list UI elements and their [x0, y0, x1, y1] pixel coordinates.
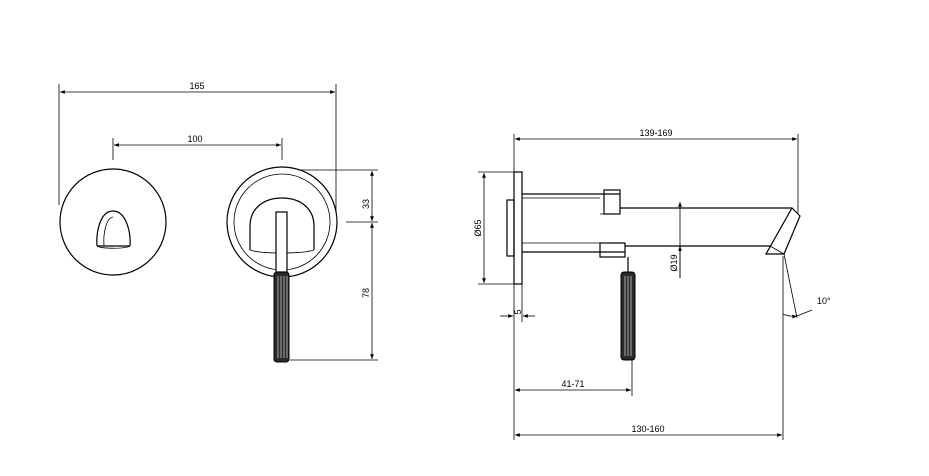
- dim-label-total-length: 139-169: [639, 128, 672, 138]
- wall-plate: [506, 171, 523, 285]
- dim-label-spout-diameter: Ø19: [669, 254, 679, 271]
- dimension-centers: 100: [112, 134, 283, 160]
- dim-label-handle-drop: 78: [361, 288, 371, 298]
- dimension-spout-reach: 130-160: [515, 256, 784, 440]
- dimension-plate-thickness: 5: [500, 284, 535, 322]
- dim-label-plate-top: 33: [361, 199, 371, 209]
- dimension-angle: 10°: [782, 253, 831, 319]
- side-view: 139-169: [473, 128, 831, 440]
- dimension-plate-diameter: Ø65: [473, 171, 514, 285]
- dim-label-overall-width: 165: [189, 81, 204, 91]
- mixer-body: [522, 189, 626, 258]
- dimension-spout-diameter: Ø19: [669, 202, 682, 278]
- dim-label-plate-diameter: Ø65: [473, 219, 483, 236]
- spout: [600, 207, 801, 255]
- dimension-total-length: 139-169: [513, 128, 799, 213]
- dim-label-spout-reach: 130-160: [631, 424, 664, 434]
- spout-plate: [59, 168, 167, 276]
- lever-handle: [273, 211, 290, 363]
- dim-label-angle: 10°: [817, 296, 831, 306]
- dimension-handle-offset: 41-71: [513, 322, 633, 440]
- front-view: 165 100: [58, 81, 378, 363]
- side-lever-handle: [620, 257, 636, 361]
- dimension-overall-width: 165: [58, 81, 337, 210]
- dim-label-centers: 100: [187, 134, 202, 144]
- dimension-vertical-front: 33 78: [290, 169, 378, 361]
- dim-label-plate-thickness: 5: [513, 309, 523, 314]
- dim-label-handle-offset: 41-71: [561, 379, 584, 389]
